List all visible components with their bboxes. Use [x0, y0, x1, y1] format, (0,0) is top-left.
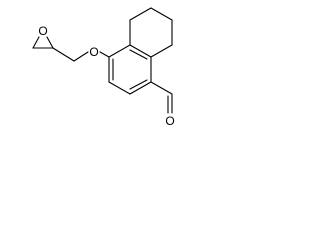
- aromatic-bond-c5-c6: [129, 44, 152, 58]
- saturated-bond-3: [150, 7, 173, 21]
- ether-oxygen-label: O: [89, 45, 98, 59]
- epoxide-bond-c1-o: [32, 36, 40, 49]
- aromatic-bond-c2-c3: [108, 81, 131, 95]
- saturated-bond-5: [150, 44, 173, 58]
- aldehyde-group: [150, 81, 173, 114]
- aromatic-bond-c6-c1: [108, 44, 131, 58]
- aromatic-bond-c5-c6-inner: [129, 49, 148, 60]
- bond-ch2-ether-oxygen: [73, 51, 89, 62]
- aromatic-ring: [108, 44, 152, 95]
- epoxide-oxygen-label: O: [38, 24, 47, 38]
- epoxide-bond-c2-o: [46, 36, 54, 49]
- chemical-structure-diagram: O O O: [32, 7, 175, 128]
- saturated-bond-2: [129, 7, 152, 21]
- aromatic-bond-c3-c4: [129, 81, 152, 95]
- aromatic-bond-c3-c4-inner: [129, 79, 148, 90]
- bond-ether-oxygen-ring: [99, 51, 110, 58]
- bond-epoxide-ch2: [52, 47, 75, 62]
- aldehyde-oxygen-label: O: [165, 114, 174, 128]
- bond-ring-carbonyl-carbon: [150, 81, 173, 95]
- linker-chain: [52, 47, 110, 62]
- saturated-ring: [129, 7, 173, 58]
- epoxide-ring: [32, 36, 54, 49]
